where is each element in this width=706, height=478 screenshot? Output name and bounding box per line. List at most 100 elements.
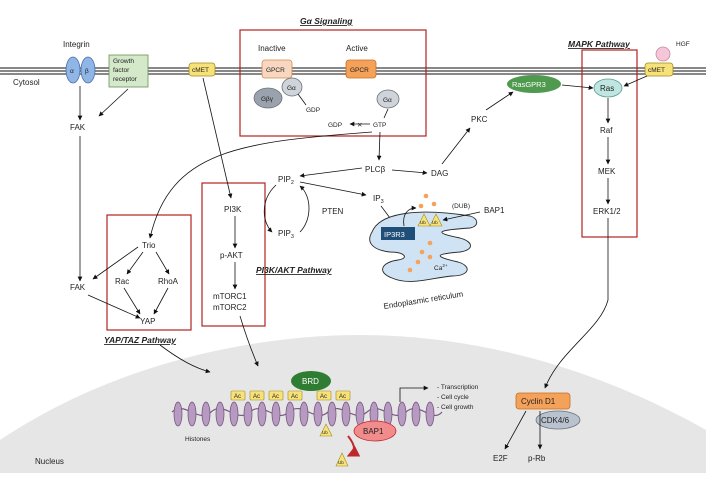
pkc-to-rasgpr3-arrow bbox=[485, 91, 514, 111]
dub-label: (DUB) bbox=[452, 203, 470, 210]
brd-node bbox=[291, 371, 331, 391]
cdk46-label: CDK4/6 bbox=[541, 416, 570, 425]
gfr-line-2: factor bbox=[113, 67, 130, 74]
bap1-er-label: BAP1 bbox=[484, 206, 505, 215]
pip2-to-ip3-arrow bbox=[299, 181, 367, 197]
rac-to-yap-arrow bbox=[123, 287, 141, 315]
ub-er-1 bbox=[417, 213, 431, 227]
ca-release-arrow bbox=[403, 205, 417, 227]
gpcr-active-label: GPCR bbox=[350, 67, 369, 74]
acetyl-marks: Ac Ac Ac Ac Ac Ac bbox=[230, 390, 351, 401]
ga-to-gtp-arrow bbox=[383, 108, 389, 119]
ip3-label: IP3 bbox=[373, 194, 384, 205]
mapk-box bbox=[581, 49, 638, 238]
growth-factor-receptor bbox=[108, 54, 149, 88]
gdp-link bbox=[297, 93, 307, 106]
yap-box bbox=[106, 214, 192, 331]
hgf-ligand bbox=[655, 46, 671, 62]
gpcr-inactive bbox=[261, 59, 293, 79]
trio-to-rac-arrow bbox=[126, 251, 144, 275]
ip3r3-channel bbox=[381, 227, 415, 240]
fak-to-yap-arrow bbox=[87, 294, 141, 319]
svg-text:Ac: Ac bbox=[272, 394, 279, 400]
pakt-label: p-AKT bbox=[220, 251, 243, 260]
pten-label: PTEN bbox=[322, 207, 344, 216]
pip2-to-pip3-arrow bbox=[263, 184, 277, 233]
plcb-to-pip2-arrow bbox=[299, 167, 363, 178]
dag-label: DAG bbox=[431, 169, 448, 178]
bap1-to-ub-arrow bbox=[442, 211, 481, 222]
cytosol-label: Cytosol bbox=[13, 78, 40, 87]
gfr-line-1: Growth bbox=[113, 58, 134, 65]
histones-label: Histones bbox=[185, 436, 211, 443]
bap1-deubiquitination-arrow bbox=[346, 435, 361, 457]
fak-bottom-label: FAK bbox=[70, 283, 86, 292]
ub-er-2-label: Ub bbox=[432, 220, 438, 225]
erk-label: ERK1/2 bbox=[593, 207, 621, 216]
outcome-cell-growth: - Cell growth bbox=[437, 404, 474, 411]
ras-node bbox=[593, 78, 623, 98]
svg-text:Ac: Ac bbox=[320, 394, 327, 400]
ub-histone bbox=[319, 423, 333, 437]
bap1-nucleus-node bbox=[353, 420, 397, 442]
ub-histone-label: Ub bbox=[322, 430, 328, 435]
trio-to-rhoa-arrow bbox=[155, 251, 170, 275]
cmet-to-pi3k-arrow bbox=[202, 77, 233, 199]
brd-label: BRD bbox=[302, 377, 319, 386]
ga-active bbox=[376, 89, 400, 109]
ga-signaling-box bbox=[239, 29, 427, 137]
hgf-label: HGF bbox=[676, 41, 690, 48]
ga-inactive-label: Gα bbox=[287, 85, 296, 92]
yap-label: YAP bbox=[140, 317, 155, 326]
mtorc1-label: mTORC1 bbox=[213, 292, 247, 301]
trio-to-fak-arrow bbox=[92, 246, 139, 280]
integrin-alpha-label: α bbox=[70, 68, 74, 75]
ras-label: Ras bbox=[600, 84, 614, 93]
active-label: Active bbox=[346, 44, 368, 53]
gby-label: Gβγ bbox=[261, 96, 274, 103]
ga-signaling-title: Gα Signaling bbox=[300, 16, 353, 26]
pkc-label: PKC bbox=[471, 115, 488, 124]
integrin-beta bbox=[80, 56, 96, 84]
gtp-to-trio-arrow bbox=[148, 131, 373, 239]
cdk46-node bbox=[535, 410, 581, 430]
ub-er-1-label: Ub bbox=[420, 220, 426, 225]
gfr-line-3: receptor bbox=[113, 76, 138, 83]
rasgpr3-node bbox=[507, 75, 561, 93]
gdp-released-label: GDP bbox=[328, 122, 342, 129]
ga-active-label: Gα bbox=[383, 97, 392, 104]
calcium-ions bbox=[407, 193, 437, 273]
cmet-right-label: cMET bbox=[648, 67, 665, 74]
dag-to-pkc-arrow bbox=[441, 127, 471, 165]
e2f-label: E2F bbox=[493, 454, 508, 463]
ub-er-2 bbox=[429, 213, 443, 227]
gby-subunit bbox=[253, 87, 283, 109]
trio-label: Trio bbox=[142, 241, 156, 250]
cmet-left-label: cMET bbox=[192, 67, 209, 74]
plcb-to-dag-arrow bbox=[391, 169, 428, 176]
outcome-transcription: - Transcription bbox=[437, 384, 479, 391]
rac-label: Rac bbox=[115, 277, 129, 286]
erk-to-cyclind1-arrow bbox=[544, 218, 609, 389]
raf-label: Raf bbox=[600, 126, 613, 135]
rhoa-label: RhoA bbox=[158, 277, 179, 286]
svg-text:Ac: Ac bbox=[291, 394, 298, 400]
pi3k-label: PI3K bbox=[224, 205, 242, 214]
integrin-beta-label: β bbox=[85, 68, 89, 75]
pi3k-title: PI3K/AKT Pathway bbox=[256, 265, 333, 275]
gtp-label: GTP bbox=[373, 122, 386, 129]
prb-label: p-Rb bbox=[528, 454, 546, 463]
svg-text:Ac: Ac bbox=[253, 394, 260, 400]
cmet-to-ras-arrow bbox=[623, 75, 648, 87]
integrin-alpha bbox=[65, 56, 81, 84]
pten-pip3-to-pip2-arrow bbox=[299, 185, 310, 233]
inactive-label: Inactive bbox=[258, 44, 286, 53]
nucleus-shape bbox=[0, 335, 706, 473]
integrin-label: Integrin bbox=[63, 40, 90, 49]
transcription-arrow bbox=[399, 385, 429, 402]
rhoa-to-yap-arrow bbox=[153, 287, 169, 315]
mtorc-to-nucleus-arrow bbox=[239, 315, 259, 367]
pip2-label: PIP2 bbox=[278, 175, 294, 186]
